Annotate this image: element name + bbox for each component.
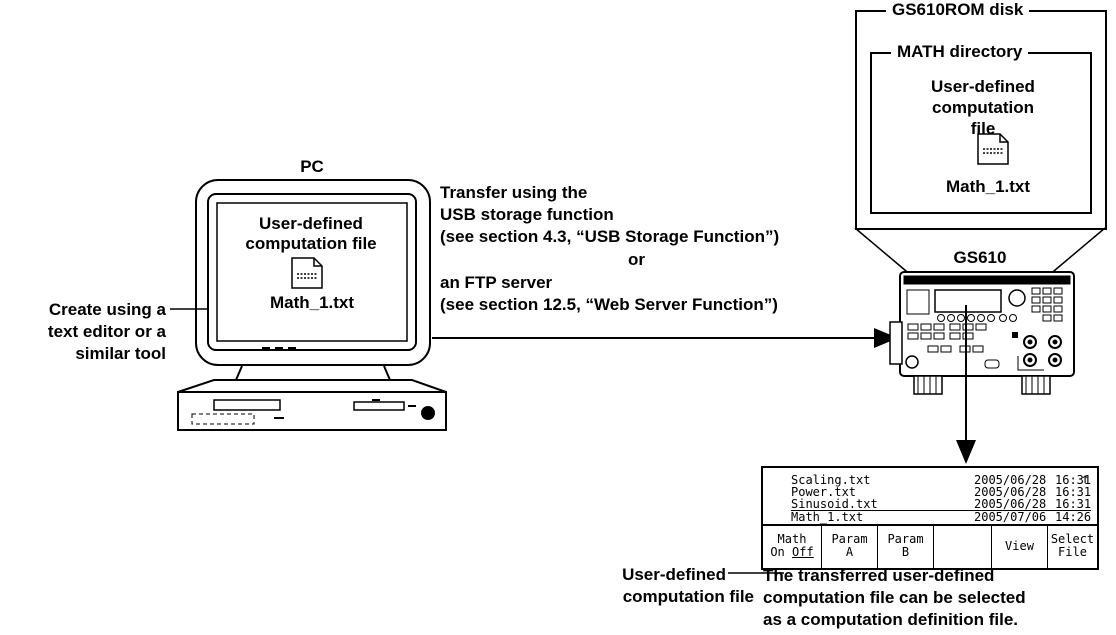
softkey-param-a-sub: A (845, 545, 854, 559)
file-row-selected[interactable]: Math_1.txt 2005/07/06 14:26 (791, 510, 1091, 524)
softkey-math-toggle: On Off (763, 546, 821, 559)
softkey-select-label: Select (1050, 532, 1095, 546)
softkey-math[interactable]: Math On Off (763, 526, 821, 570)
file-name: Math_1.txt (791, 510, 864, 524)
softkey-param-b-sub: B (901, 545, 910, 559)
transfer-line-2: USB storage function (440, 205, 614, 224)
create-note-line-1: Create using a (48, 300, 166, 319)
file-row[interactable]: Scaling.txt 2005/06/28 16:31 (791, 474, 1091, 487)
math-file-label: User-defined computation file (931, 77, 1035, 138)
file-time: 14:26 (1055, 510, 1092, 524)
lcd-label-line-1: User-defined (622, 565, 726, 584)
softkey-view[interactable]: View (991, 526, 1047, 570)
gs610-title: GS610 (953, 248, 1007, 267)
file-row[interactable]: Power.txt 2005/06/28 16:31 (791, 486, 1091, 499)
softkey-view-label: View (1005, 539, 1034, 553)
lcd-label-line-2: computation file (622, 587, 754, 606)
file-time: 16:31 (1055, 485, 1092, 499)
pc-title: PC (300, 157, 324, 176)
pc-base-unit (177, 379, 447, 431)
file-row[interactable]: Sinusoid.txt 2005/06/28 16:31 (791, 498, 1091, 511)
softkey-empty[interactable] (933, 526, 991, 570)
file-date: 2005/06/28 (974, 485, 1047, 499)
pc-screen-title: User-defined computation file (245, 214, 377, 253)
file-time: 16:31 (1055, 473, 1092, 487)
math-file-name: Math_1.txt (945, 177, 1031, 196)
caption-line-1: The transferred user-defined (763, 566, 995, 585)
softkey-param-a[interactable]: Param A (821, 526, 877, 570)
gs610-device (889, 271, 1075, 395)
transfer-line-1: Transfer using the (440, 183, 588, 202)
file-name: Sinusoid.txt (791, 497, 878, 511)
file-date: 2005/06/28 (974, 497, 1047, 511)
pc-file-icon (291, 257, 323, 289)
lcd-screen: Scaling.txt 2005/06/28 16:31 Power.txt 2… (761, 466, 1099, 570)
math-off-option: Off (792, 545, 814, 559)
pc-file-name: Math_1.txt (269, 293, 355, 312)
softkey-param-b[interactable]: Param B (877, 526, 933, 570)
softkey-param-a-label: Param (831, 532, 868, 546)
math-on-option: On (770, 545, 792, 559)
file-date: 2005/07/06 (974, 510, 1047, 524)
file-time: 16:31 (1055, 497, 1092, 511)
zoom-line-right (1047, 227, 1106, 277)
softkey-math-label: Math (777, 532, 807, 546)
file-name: Scaling.txt (791, 473, 871, 487)
transfer-line-6: (see section 12.5, “Web Server Function”… (440, 295, 778, 314)
create-note-line-2: text editor or a (47, 322, 166, 341)
transfer-line-3: (see section 4.3, “USB Storage Function”… (440, 227, 780, 246)
softkey-bar: Math On Off Param A Param B View Select … (763, 524, 1097, 570)
zoom-line-left (854, 227, 913, 277)
file-date: 2005/06/28 (974, 473, 1047, 487)
softkey-param-b-label: Param (887, 532, 924, 546)
disk-title: GS610ROM disk (886, 0, 1030, 20)
create-note-line-3: similar tool (75, 344, 166, 363)
softkey-select-sub: File (1058, 545, 1087, 559)
transfer-or: or (628, 250, 645, 269)
math-on-off-value: On Off (770, 545, 813, 559)
softkey-select-file[interactable]: Select File (1047, 526, 1097, 570)
scroll-up-icon[interactable]: ↑ (1081, 471, 1090, 487)
transfer-line-5: an FTP server (440, 273, 553, 292)
caption-line-2: computation file can be selected (763, 588, 1026, 607)
caption-line-3: as a computation definition file. (763, 610, 1019, 629)
math-directory-title: MATH directory (891, 42, 1029, 62)
math-file-icon (977, 133, 1009, 165)
file-name: Power.txt (791, 485, 857, 499)
